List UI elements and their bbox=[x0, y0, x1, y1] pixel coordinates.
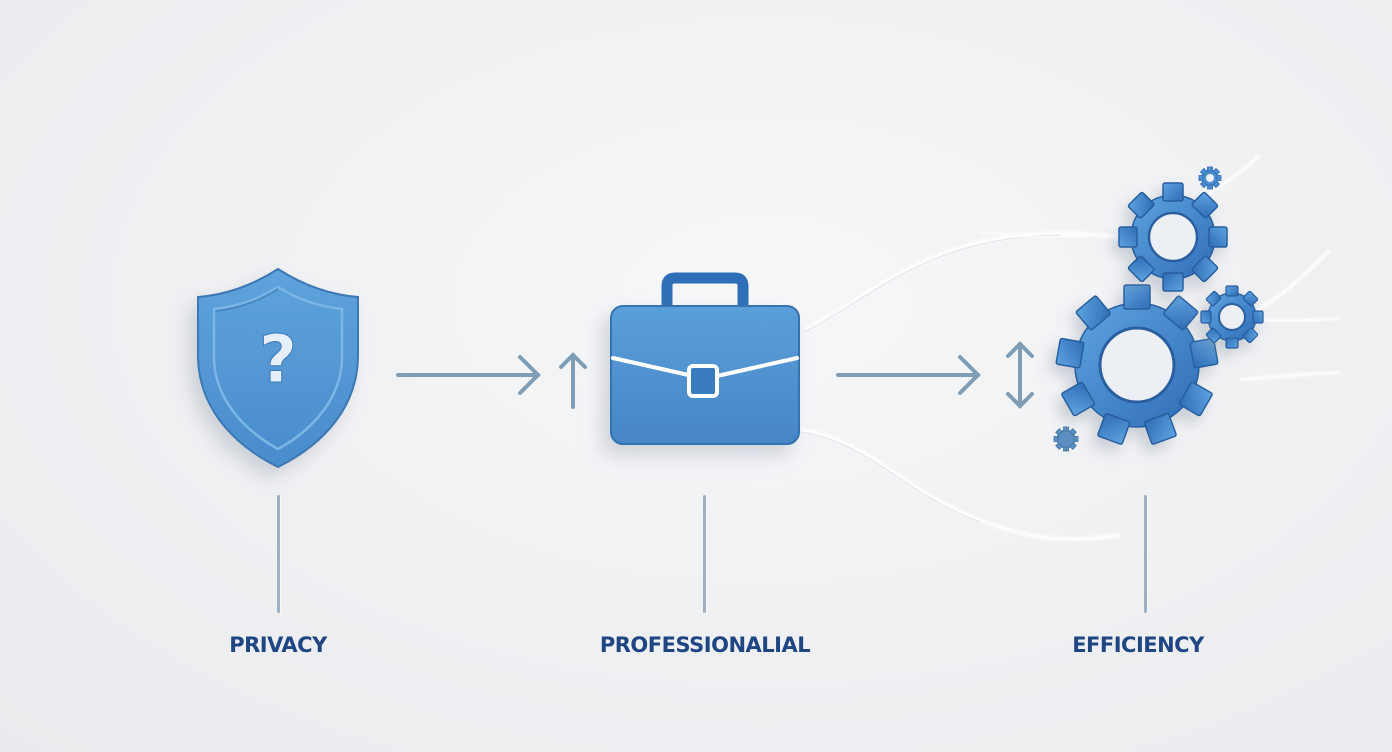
tiny-solid-gear-icon bbox=[1053, 426, 1079, 452]
tiny-gear-icon bbox=[1198, 166, 1222, 190]
privacy-label: PRIVACY bbox=[229, 633, 327, 657]
small-gear-icon bbox=[1200, 285, 1264, 349]
privacy-connector-line bbox=[277, 495, 280, 613]
privacy-node: ? bbox=[190, 265, 370, 475]
connector-privacy-to-professional bbox=[396, 352, 587, 409]
professional-connector-line bbox=[703, 495, 706, 613]
large-gear-icon bbox=[1055, 284, 1219, 445]
professional-label: PROFESSIONALIAL bbox=[599, 633, 811, 657]
arrow-up-down-icon bbox=[1006, 341, 1034, 409]
upper-gear-icon bbox=[1118, 182, 1228, 292]
arrow-up-icon bbox=[559, 352, 587, 409]
connector-professional-to-efficiency bbox=[836, 341, 1034, 409]
arrow-right-icon bbox=[396, 355, 541, 395]
shield-question-icon: ? bbox=[197, 267, 359, 469]
svg-text:?: ? bbox=[259, 321, 297, 398]
professional-node bbox=[605, 272, 805, 452]
efficiency-connector-line bbox=[1144, 495, 1147, 613]
arrow-right-icon bbox=[836, 355, 981, 395]
efficiency-label: EFFICIENCY bbox=[1072, 633, 1204, 657]
efficiency-node bbox=[1040, 150, 1340, 460]
gears-icon bbox=[1053, 166, 1264, 452]
briefcase-icon bbox=[610, 272, 800, 445]
